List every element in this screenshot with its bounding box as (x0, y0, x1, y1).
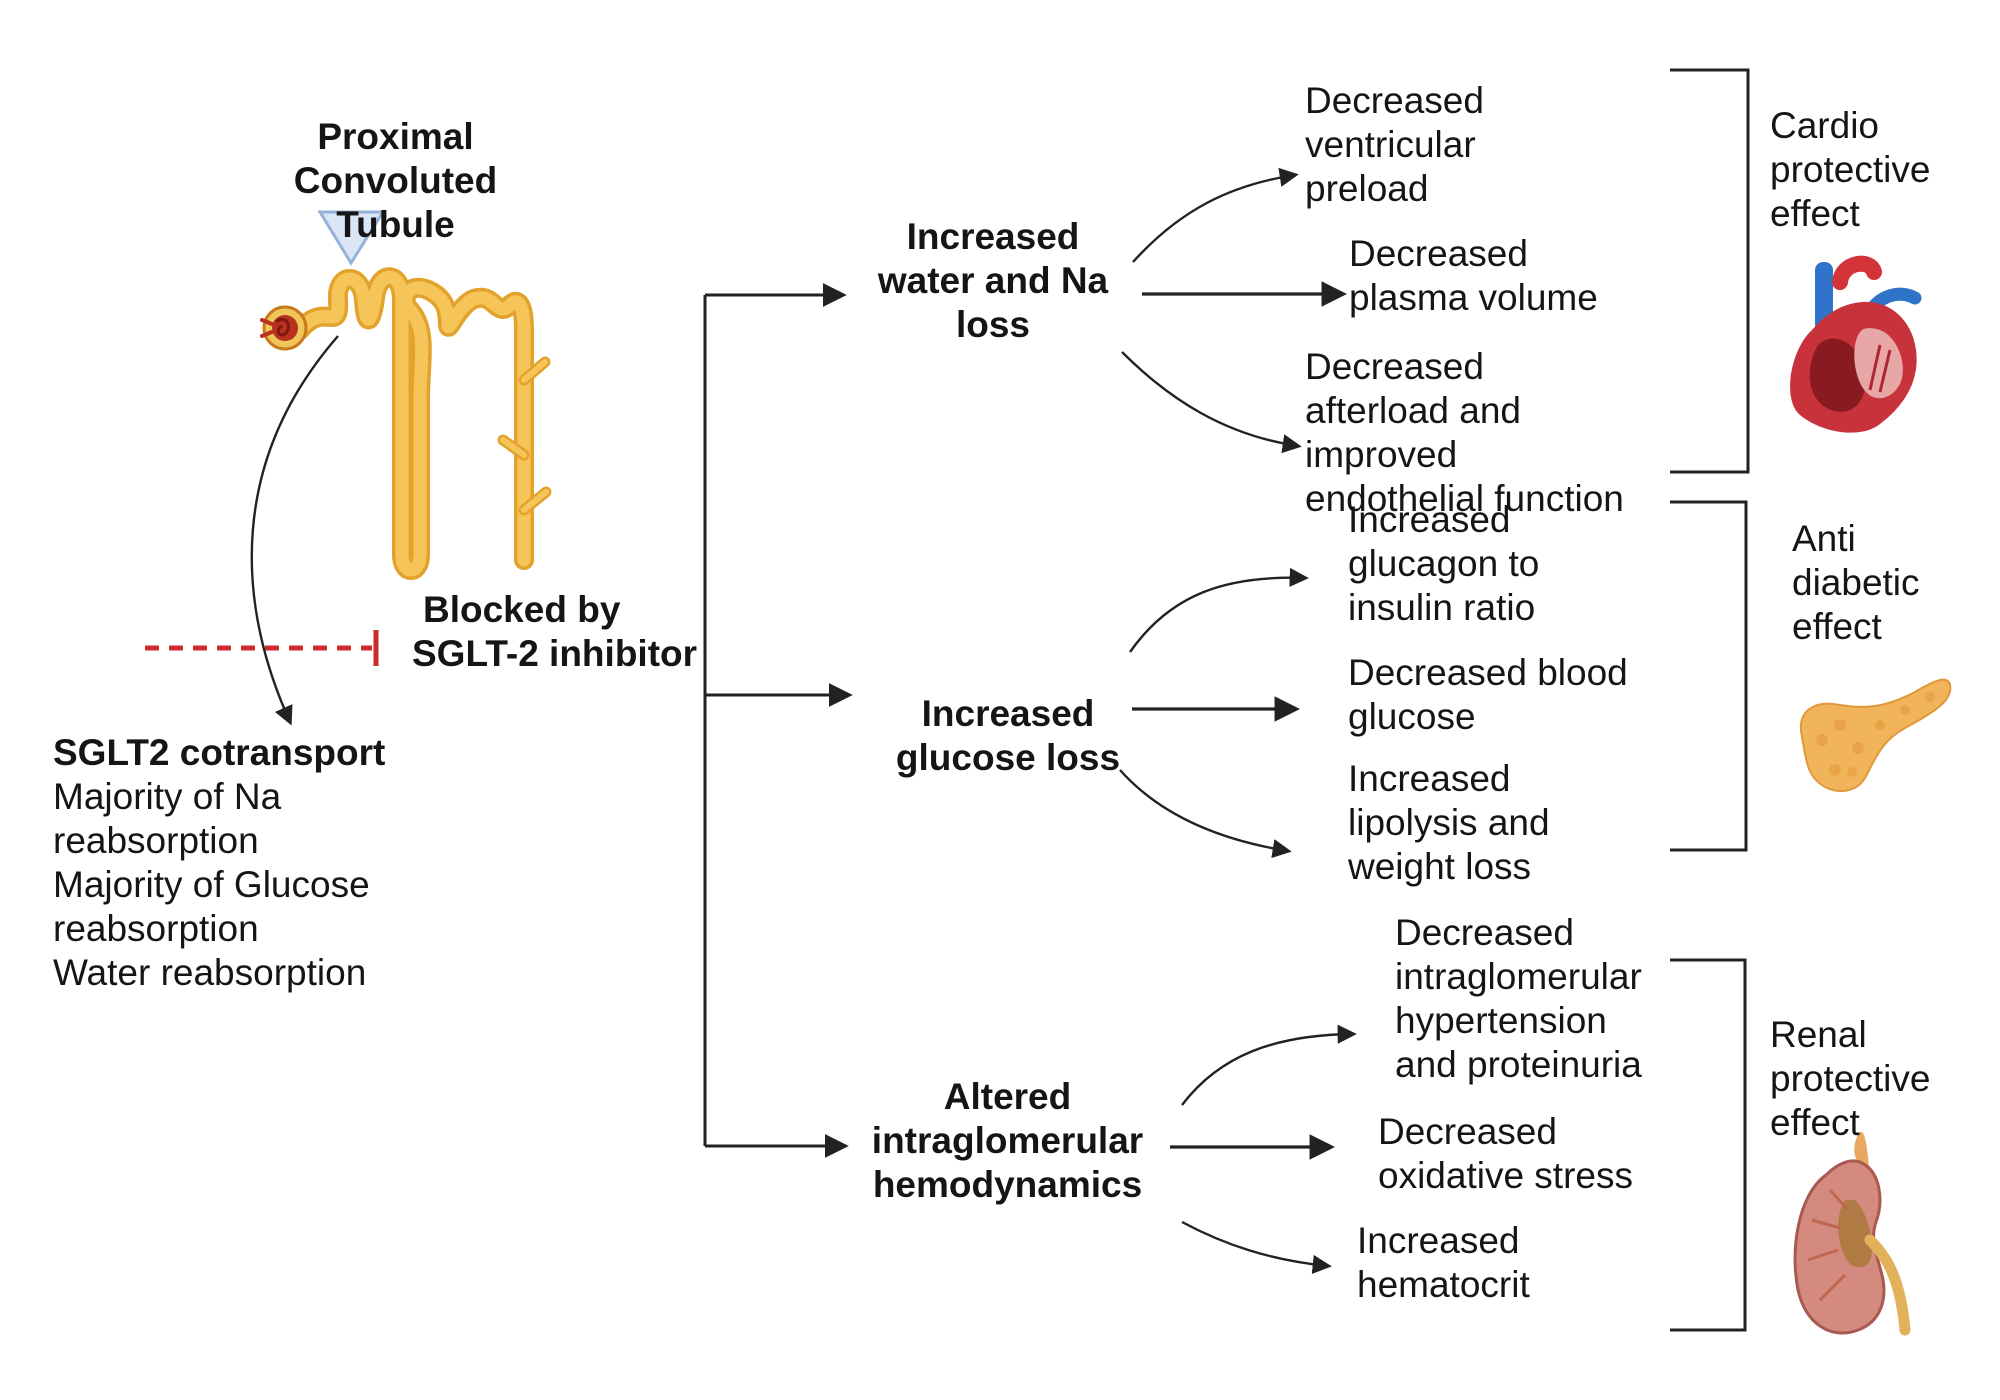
outcome-line: improved (1305, 434, 1458, 475)
outcome-blood-glucose: Decreased blood glucose (1348, 651, 1628, 739)
branch-bracket (703, 283, 853, 1158)
outcome-arrows-glucose (1119, 567, 1309, 859)
outcome-line: Decreased (1305, 80, 1484, 121)
outcome-line: hematocrit (1357, 1264, 1530, 1305)
structure-label-line: Proximal (317, 116, 474, 157)
nephron-illustration (260, 267, 552, 580)
sglt2-line: reabsorption (53, 908, 259, 949)
cardio-bracket (1670, 68, 1750, 474)
mechanism-line: Increased (921, 693, 1095, 734)
mechanism-line: water and Na (877, 260, 1109, 301)
outcome-line: hypertension (1395, 1000, 1607, 1041)
structure-label-line: Convoluted (293, 160, 498, 201)
glomerulus-shape (260, 305, 308, 351)
outcome-line: Decreased (1305, 346, 1484, 387)
outcome-hypertension-proteinuria: Decreased intraglomerular hypertension a… (1395, 911, 1642, 1087)
tubule-shape (290, 267, 552, 580)
effect-line: diabetic (1792, 562, 1920, 603)
mechanism-line: loss (955, 304, 1031, 345)
outcome-lipolysis-weight: Increased lipolysis and weight loss (1348, 757, 1550, 889)
structure-label-line: Tubule (336, 204, 455, 245)
location-marker-icon (317, 210, 386, 266)
outcome-line: endothelial function (1305, 478, 1624, 519)
diabetic-bracket (1670, 500, 1748, 852)
outcome-line: Decreased (1378, 1111, 1557, 1152)
sglt2-line: Majority of Na (53, 776, 282, 817)
mechanism-line: intraglomerular (871, 1120, 1144, 1161)
mechanism-line: Altered (943, 1076, 1072, 1117)
effect-line: Anti (1792, 518, 1856, 559)
sglt2-title: SGLT2 cotransport (53, 732, 386, 773)
outcome-line: lipolysis and (1348, 802, 1550, 843)
outcome-arrows-hemodynamics (1170, 1024, 1357, 1274)
outcome-line: weight loss (1348, 846, 1532, 887)
outcome-afterload-endothelial: Decreased afterload and improved endothe… (1305, 345, 1624, 521)
heart-icon (1790, 255, 1922, 433)
mechanism-line: glucose loss (895, 737, 1121, 778)
blocker-line: SGLT-2 inhibitor (412, 633, 698, 674)
outcome-line: afterload and (1305, 390, 1522, 431)
structure-label: Proximal Convoluted Tubule (268, 115, 523, 247)
sglt2-text-block: SGLT2 cotransport Majority of Na reabsor… (53, 731, 385, 995)
mechanism-glucose-loss: Increased glucose loss (868, 692, 1148, 780)
outcome-line: glucagon to (1348, 543, 1540, 584)
outcome-line: Decreased blood (1348, 652, 1628, 693)
mechanism-line: Increased (906, 216, 1080, 257)
effect-anti-diabetic: Anti diabetic effect (1792, 517, 1920, 649)
inhibition-line (145, 630, 379, 666)
effect-line: protective (1770, 149, 1931, 190)
effect-line: effect (1792, 606, 1882, 647)
mechanism-water-na-loss: Increased water and Na loss (853, 215, 1133, 347)
outcome-line: Decreased (1349, 233, 1528, 274)
outcome-line: ventricular (1305, 124, 1476, 165)
outcome-arrows-water (1121, 167, 1348, 454)
outcome-glucagon-insulin: Increased glucagon to insulin ratio (1348, 498, 1539, 630)
effect-renal-protective: Renal protective effect (1770, 1013, 1930, 1145)
renal-bracket (1670, 958, 1747, 1332)
outcome-hematocrit: Increased hematocrit (1357, 1219, 1530, 1307)
outcome-line: oxidative stress (1378, 1155, 1633, 1196)
blocker-line: Blocked by (423, 589, 621, 630)
outcome-plasma-volume: Decreased plasma volume (1349, 232, 1598, 320)
effect-line: effect (1770, 1102, 1860, 1143)
outcome-line: glucose (1348, 696, 1476, 737)
outcome-ventricular-preload: Decreased ventricular preload (1305, 79, 1484, 211)
sglt2-line: Water reabsorption (53, 952, 367, 993)
pancreas-icon (1799, 678, 1952, 792)
effect-line: Cardio (1770, 105, 1879, 146)
outcome-line: Decreased (1395, 912, 1574, 953)
outcome-line: preload (1305, 168, 1429, 209)
effect-line: Renal (1770, 1014, 1867, 1055)
tubule-to-sglt2-arrow (250, 335, 339, 726)
outcome-line: Increased (1348, 758, 1511, 799)
effect-line: effect (1770, 193, 1860, 234)
outcome-line: insulin ratio (1348, 587, 1536, 628)
blocker-label: Blocked by SGLT-2 inhibitor (412, 588, 697, 676)
outcome-line: Increased (1357, 1220, 1520, 1261)
effect-brackets (1670, 68, 1750, 1332)
effect-cardio-protective: Cardio protective effect (1770, 104, 1930, 236)
effect-line: protective (1770, 1058, 1931, 1099)
mechanism-hemodynamics: Altered intraglomerular hemodynamics (855, 1075, 1160, 1207)
sglt2-line: Majority of Glucose (53, 864, 370, 905)
outcome-line: plasma volume (1349, 277, 1598, 318)
kidney-icon (1793, 1131, 1911, 1336)
sglt2-line: reabsorption (53, 820, 259, 861)
mechanism-line: hemodynamics (872, 1164, 1143, 1205)
outcome-oxidative-stress: Decreased oxidative stress (1378, 1110, 1633, 1198)
outcome-line: and proteinuria (1395, 1044, 1642, 1085)
outcome-line: intraglomerular (1395, 956, 1642, 997)
outcome-line: Increased (1348, 499, 1511, 540)
